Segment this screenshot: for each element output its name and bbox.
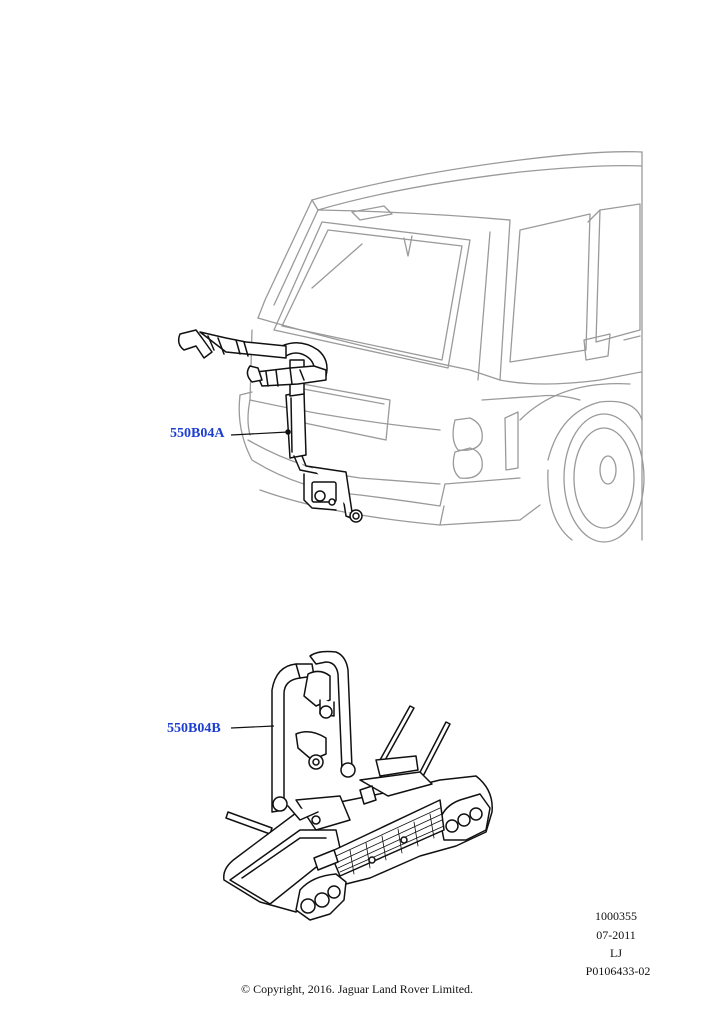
- leader-line-upper: [230, 431, 289, 436]
- reference-code: LJ: [610, 946, 622, 960]
- reference-number: 1000355: [595, 909, 637, 923]
- copyright-notice: © Copyright, 2016. Jaguar Land Rover Lim…: [240, 982, 474, 996]
- reference-date: 07-2011: [596, 928, 636, 942]
- towbar-bike-carrier-mounted: [177, 329, 363, 523]
- bike-carrier-detail: [223, 650, 493, 921]
- callout-550b04a[interactable]: 550B04A: [170, 426, 225, 441]
- leader-line-lower: [230, 725, 275, 729]
- illustration-id: P0106433-02: [585, 964, 651, 978]
- callout-550b04b[interactable]: 550B04B: [167, 721, 221, 736]
